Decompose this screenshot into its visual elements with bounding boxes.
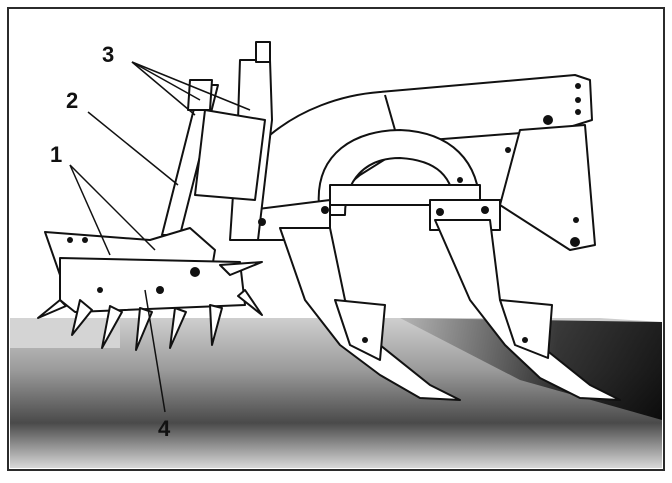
callout-2: 2 (66, 88, 78, 113)
callout-3: 3 (102, 42, 114, 67)
callout-4: 4 (158, 416, 171, 441)
subsoiler-machine-illustration (37, 41, 621, 401)
leader-line (69, 61, 251, 413)
callout-1: 1 (50, 142, 62, 167)
bolt-details (67, 83, 581, 343)
